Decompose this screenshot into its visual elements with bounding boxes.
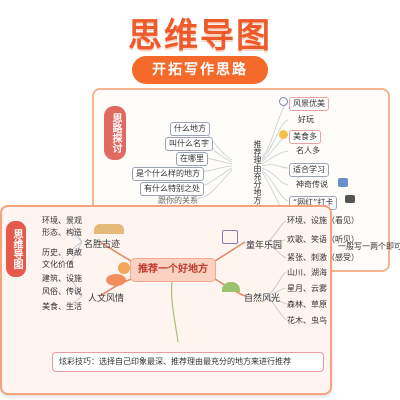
branch2-item-3: 美食、生活 (42, 302, 82, 311)
book-icon (338, 178, 348, 187)
back-center-node: 推荐理由充分地方介绍清楚 (253, 140, 262, 236)
mountain-icon (222, 282, 240, 292)
branch2-item-1: 建筑、设施 (42, 274, 82, 283)
branch3-item-1: 环境、设施（看见） (287, 216, 359, 225)
branch1-item-2: 形态、构造 (42, 228, 82, 237)
temple-icon (94, 224, 124, 234)
back-left-node-6: 跟你的关系 (158, 196, 198, 205)
back-left-node-4: 是个什么样的地方 (132, 167, 204, 181)
branch1-item-1: 环境、景观 (42, 216, 82, 225)
back-side-note: 一般写一两个即可 (338, 242, 400, 251)
branch-label-3: 童年乐园 (246, 241, 283, 251)
sun-icon (118, 262, 130, 274)
branch-label-1: 名胜古迹 (84, 240, 121, 250)
branch4-item-1: 山川、湖海 (287, 268, 327, 277)
front-card-tab: 思维导图 (6, 221, 26, 277)
back-right-node-3: 美食多 (289, 130, 321, 144)
subtitle-pill: 开拓写作思路 (132, 56, 268, 84)
branch4-item-4: 花木、虫鸟 (287, 316, 327, 325)
carousel-icon (222, 230, 238, 244)
central-topic: 推荐一个好地方 (130, 258, 216, 282)
tip-bar: 炫彩技巧：选择自己印象最深、推荐理由最充分的地方来进行推荐 (52, 352, 324, 372)
back-left-node-5: 有什么特别之处 (140, 182, 204, 196)
bell-icon (279, 97, 288, 106)
food-icon (106, 274, 126, 286)
smile-icon (279, 130, 288, 139)
page-title: 思维导图 (128, 16, 272, 56)
back-left-node-3: 在哪里 (176, 152, 208, 166)
camera-icon (345, 195, 355, 203)
back-left-node-2: 叫什么名字 (165, 137, 213, 151)
back-right-node-6: 神奇传说 (296, 180, 328, 189)
back-right-node-5: 适合学习 (289, 163, 329, 177)
branch4-item-2: 星月、云雾 (287, 284, 327, 293)
branch3-item-3: 紧张、刺激（感受） (287, 253, 359, 262)
branch4-item-3: 森林、草原 (287, 300, 327, 309)
branch-label-4: 自然风光 (244, 294, 281, 304)
back-right-node-4: 名人多 (296, 146, 320, 155)
branch1-item-4: 文化价值 (42, 260, 74, 269)
back-card-tab: 思路探讨 (104, 106, 126, 160)
back-left-node-1: 什么地方 (170, 122, 210, 136)
branch3-item-2: 欢歌、笑语（听见） (287, 235, 359, 244)
back-right-node-1: 风景优美 (289, 97, 329, 111)
branch1-item-3: 历史、典故 (42, 248, 82, 257)
back-right-node-2: 好玩 (298, 115, 314, 124)
branch2-item-2: 风俗、传说 (42, 287, 82, 296)
branch-label-2: 人文风情 (88, 294, 125, 304)
